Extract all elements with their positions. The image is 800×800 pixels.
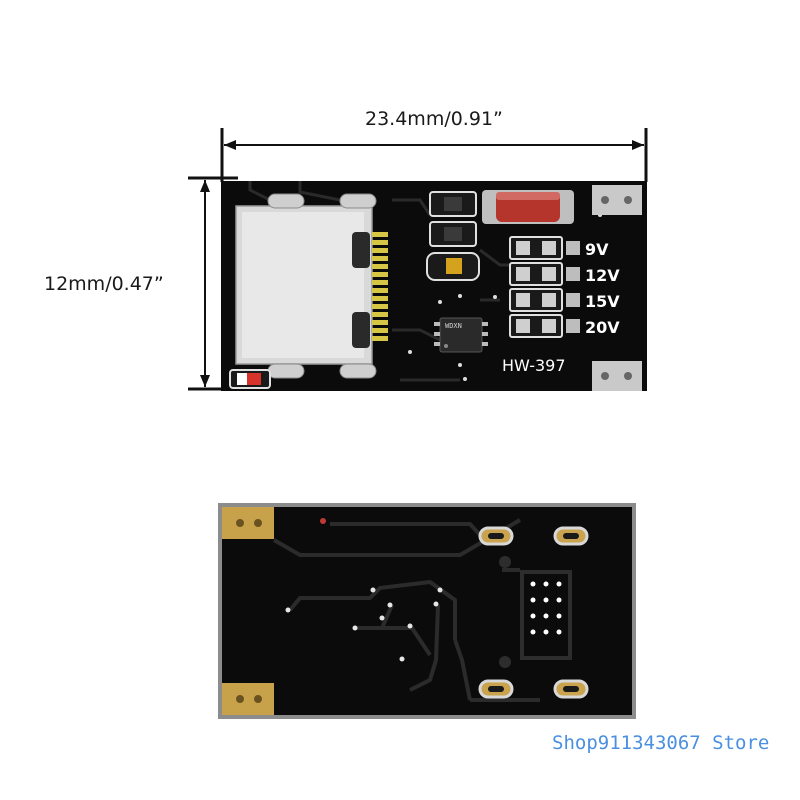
voltage-label-9v: 9V — [585, 240, 609, 259]
diode — [482, 190, 574, 224]
voltage-label-15v: 15V — [585, 292, 620, 311]
voltage-label-20v: 20V — [585, 318, 620, 337]
store-watermark: Shop911343067 Store — [552, 732, 770, 754]
voltage-label-12v: 12V — [585, 266, 620, 285]
board-model-label: HW-397 — [502, 356, 566, 375]
usb-c-connector — [235, 193, 388, 379]
back-pad-bottom — [222, 683, 274, 715]
width-dimension-label: 23.4mm/0.91” — [365, 108, 503, 130]
led-component — [229, 369, 271, 389]
back-pad-top — [222, 507, 274, 539]
output-pad-bottom — [592, 361, 642, 391]
controller-chip — [434, 317, 488, 353]
smd-resistors — [426, 191, 480, 281]
chip-marking: WDXN — [445, 322, 462, 330]
height-dimension-label: 12mm/0.47” — [44, 273, 164, 295]
output-pad-top — [592, 185, 642, 215]
